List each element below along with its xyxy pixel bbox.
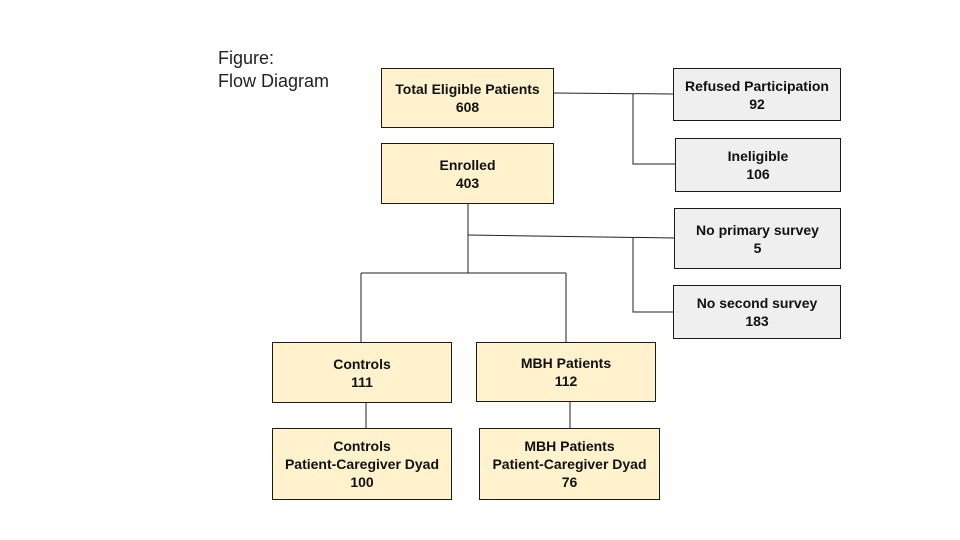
node-count: 106: [746, 166, 770, 182]
node-total-eligible: Total Eligible Patients 608: [381, 68, 554, 128]
node-refused: Refused Participation 92: [673, 68, 841, 121]
node-count: 183: [745, 313, 769, 329]
node-label: MBH Patients: [520, 355, 612, 371]
node-label: Controls: [333, 438, 391, 454]
node-count: 111: [351, 373, 373, 390]
connector-enrolled-to-no-primary: [467, 234, 675, 239]
node-label: No second survey: [696, 295, 818, 311]
node-mbh-patients: MBH Patients 112: [476, 342, 656, 402]
node-count: 100: [350, 474, 374, 490]
node-count: 403: [455, 174, 480, 191]
node-label: No primary survey: [696, 221, 819, 238]
node-count: 112: [554, 373, 578, 389]
node-label: Refused Participation: [685, 77, 829, 94]
node-label: Controls: [333, 355, 391, 372]
figure-title-line2: Flow Diagram: [218, 71, 330, 91]
node-mbh-dyad: MBH Patients Patient-Caregiver Dyad 76: [479, 428, 660, 500]
node-count: 608: [455, 99, 480, 115]
node-label: Ineligible: [727, 148, 789, 164]
node-no-primary-survey: No primary survey 5: [674, 208, 841, 269]
node-count: 5: [753, 239, 762, 256]
node-enrolled: Enrolled 403: [381, 143, 554, 204]
node-no-second-survey: No second survey 183: [673, 285, 841, 339]
connector-to-ineligible: [632, 94, 675, 165]
connector-total-to-refused: [552, 92, 674, 95]
connector-to-no-second: [632, 238, 673, 313]
node-sublabel: Patient-Caregiver Dyad: [284, 456, 440, 472]
figure-title: Figure: Flow Diagram: [218, 47, 329, 93]
node-label: MBH Patients: [524, 438, 615, 454]
figure-title-line1: Figure:: [218, 48, 275, 68]
node-label: Enrolled: [439, 156, 496, 173]
node-count: 76: [561, 474, 578, 490]
node-controls-dyad: Controls Patient-Caregiver Dyad 100: [272, 428, 452, 500]
node-sublabel: Patient-Caregiver Dyad: [492, 456, 647, 472]
node-controls: Controls 111: [272, 342, 452, 403]
node-ineligible: Ineligible 106: [675, 138, 841, 192]
node-count: 92: [749, 95, 765, 112]
node-label: Total Eligible Patients: [395, 81, 540, 97]
